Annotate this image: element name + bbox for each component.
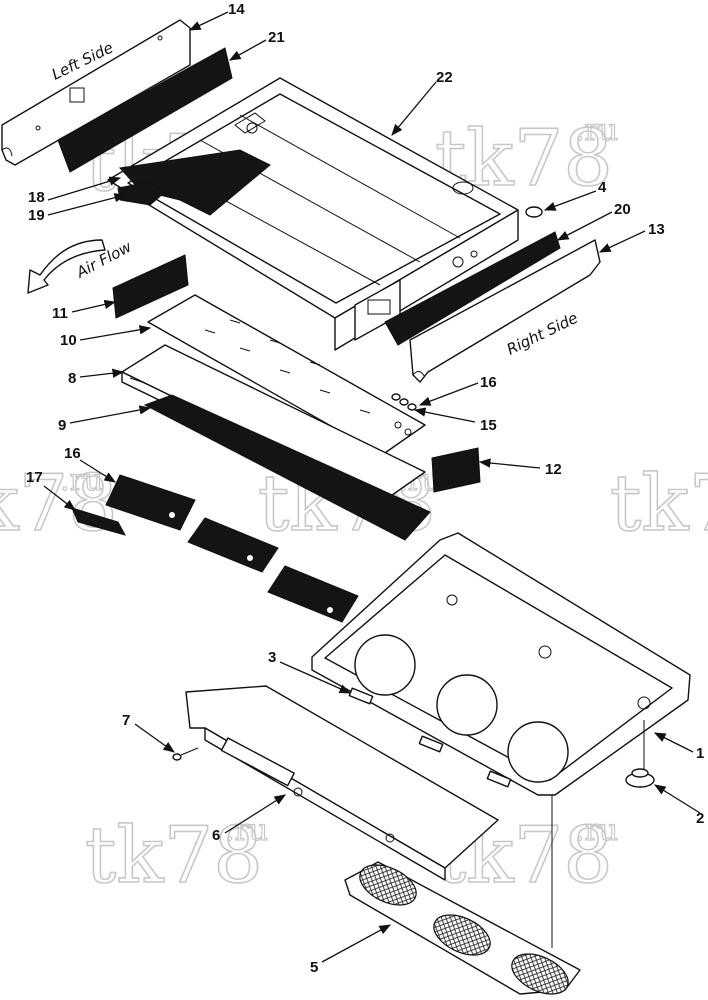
callout-16: 16 bbox=[480, 374, 497, 391]
watermark-suffix: .ru bbox=[60, 463, 103, 498]
grille-part-5 bbox=[344, 861, 581, 995]
watermark-suffix: .ru bbox=[225, 813, 268, 848]
left-gasket-part-21 bbox=[57, 47, 233, 173]
callout-13: 13 bbox=[648, 221, 665, 238]
callout-17: 17 bbox=[26, 469, 43, 486]
watermark-text: tk78 bbox=[0, 459, 118, 549]
air-flow-arrow: Air Flow bbox=[27, 237, 135, 294]
callout-16: 16 bbox=[64, 445, 81, 462]
callout-18: 18 bbox=[28, 189, 45, 206]
callout-leaders bbox=[43, 11, 701, 963]
insulation-panels-part-16 bbox=[105, 474, 359, 623]
callout-6: 6 bbox=[212, 827, 220, 844]
callout-20: 20 bbox=[614, 201, 631, 218]
callout-12: 12 bbox=[545, 461, 562, 478]
callout-22: 22 bbox=[436, 69, 453, 86]
watermark-suffix: .ru bbox=[575, 113, 618, 148]
spacer-part-17 bbox=[71, 507, 126, 536]
callout-7: 7 bbox=[122, 712, 130, 729]
callout-4: 4 bbox=[598, 179, 607, 196]
watermark-suffix: .ru bbox=[575, 813, 618, 848]
seal-pieces-part-18-19 bbox=[117, 149, 271, 216]
callout-5: 5 bbox=[310, 959, 318, 976]
lower-housing-part-1 bbox=[311, 532, 691, 796]
watermark-group: tk78 .ru tk78 .ru tk78 .ru tk78 .ru tk78… bbox=[0, 112, 708, 901]
insulation-pad-part-9 bbox=[143, 394, 431, 541]
right-gasket-part-20 bbox=[384, 231, 561, 346]
mounting-plate-part-10 bbox=[147, 294, 426, 456]
watermark-text: tk78 bbox=[85, 811, 263, 901]
drain-fitting-part-2 bbox=[625, 720, 655, 788]
callout-1: 1 bbox=[696, 745, 704, 762]
screw-part-7 bbox=[172, 747, 199, 761]
callout-11: 11 bbox=[52, 305, 68, 322]
callout-14: 14 bbox=[228, 1, 245, 18]
callout-numbers: 14 21 22 18 19 4 20 13 11 10 8 16 15 9 1… bbox=[26, 1, 704, 976]
foam-block-part-12 bbox=[431, 447, 481, 493]
washer-part-4 bbox=[525, 206, 543, 218]
washer-stack-part-15-16 bbox=[391, 393, 417, 411]
callout-21: 21 bbox=[268, 29, 285, 46]
callout-10: 10 bbox=[60, 332, 77, 349]
callout-2: 2 bbox=[696, 810, 704, 827]
callout-15: 15 bbox=[480, 417, 497, 434]
front-cover-part-6 bbox=[185, 685, 499, 881]
callout-9: 9 bbox=[58, 417, 66, 434]
callout-8: 8 bbox=[68, 370, 76, 387]
callout-3: 3 bbox=[268, 649, 276, 666]
watermark-text: tk78 bbox=[610, 459, 708, 549]
frame-assembly-part-22 bbox=[107, 77, 519, 351]
callout-19: 19 bbox=[28, 207, 45, 224]
